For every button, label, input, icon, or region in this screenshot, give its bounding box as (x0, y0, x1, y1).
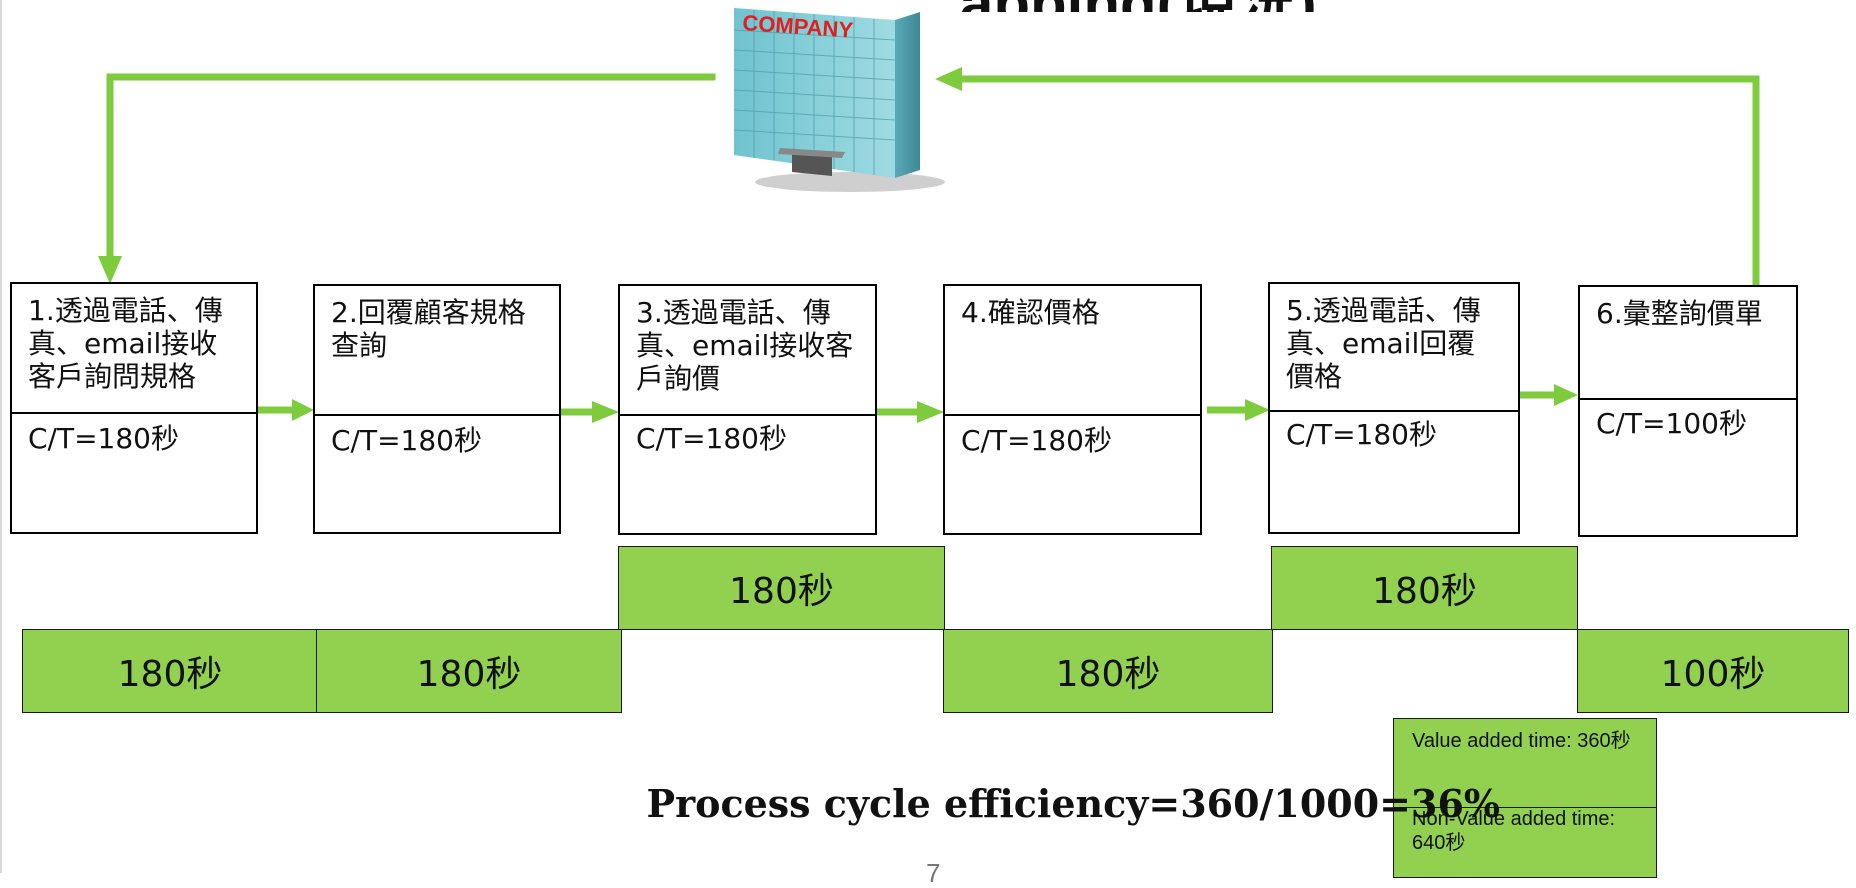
cycle-time: C/T=180秒 (28, 422, 179, 455)
non-value-added-bar: 180秒 (943, 629, 1273, 713)
cycle-time: C/T=180秒 (331, 424, 482, 457)
slide-left-edge (0, 0, 2, 873)
arrowhead-step3-4 (917, 401, 944, 423)
non-value-added-bar: 180秒 (22, 629, 318, 713)
time-summary-legend: Value added time: 360秒 Non-Value added t… (1393, 718, 1657, 878)
cycle-time: C/T=180秒 (1286, 418, 1437, 451)
process-box-2: 2.回覆顧客規格查詢 C/T=180秒 (313, 284, 561, 534)
company-to-step1-line (106, 73, 716, 262)
non-value-added-time-total: Non-Value added time: 640秒 (1412, 808, 1616, 854)
arrowhead-step5-6 (1554, 384, 1578, 406)
company-building-icon: COMPANY (733, 8, 945, 192)
process-name: 4.確認價格 (945, 286, 1200, 416)
arrowhead-into-step1 (98, 256, 122, 284)
step6-to-company-line (956, 75, 1760, 289)
slide-title-fragment: apping(現況) (960, 0, 1317, 12)
arrowhead-into-company (935, 67, 962, 91)
process-name: 6.彙整詢價單 (1580, 287, 1796, 400)
arrowhead-step4-5 (1245, 399, 1270, 421)
process-name: 5.透過電話、傳真、email回覆價格 (1270, 284, 1518, 412)
non-value-added-bar: 100秒 (1577, 629, 1849, 713)
process-name: 3.透過電話、傳真、email接收客戶詢價 (620, 286, 875, 416)
page-number: 7 (926, 858, 941, 888)
process-name: 2.回覆顧客規格查詢 (315, 286, 559, 416)
process-box-1: 1.透過電話、傳真、email接收客戶詢問規格 C/T=180秒 (10, 282, 258, 534)
process-cycle-efficiency: Process cycle efficiency=360/1000=36% (646, 781, 1501, 826)
process-box-3: 3.透過電話、傳真、email接收客戶詢價 C/T=180秒 (618, 284, 877, 535)
arrowhead-step1-2 (292, 399, 314, 421)
process-box-4: 4.確認價格 C/T=180秒 (943, 284, 1202, 535)
cycle-time: C/T=100秒 (1596, 407, 1747, 440)
value-added-bar: 180秒 (1271, 546, 1578, 630)
value-added-time-total: Value added time: 360秒 (1394, 719, 1656, 808)
process-box-6: 6.彙整詢價單 C/T=100秒 (1578, 285, 1798, 537)
process-name: 1.透過電話、傳真、email接收客戶詢問規格 (12, 284, 256, 414)
process-box-5: 5.透過電話、傳真、email回覆價格 C/T=180秒 (1268, 282, 1520, 534)
cycle-time: C/T=180秒 (636, 422, 787, 455)
non-value-added-bar: 180秒 (316, 629, 622, 713)
value-added-bar: 180秒 (618, 546, 945, 630)
cycle-time: C/T=180秒 (961, 424, 1112, 457)
arrowhead-step2-3 (592, 401, 619, 423)
